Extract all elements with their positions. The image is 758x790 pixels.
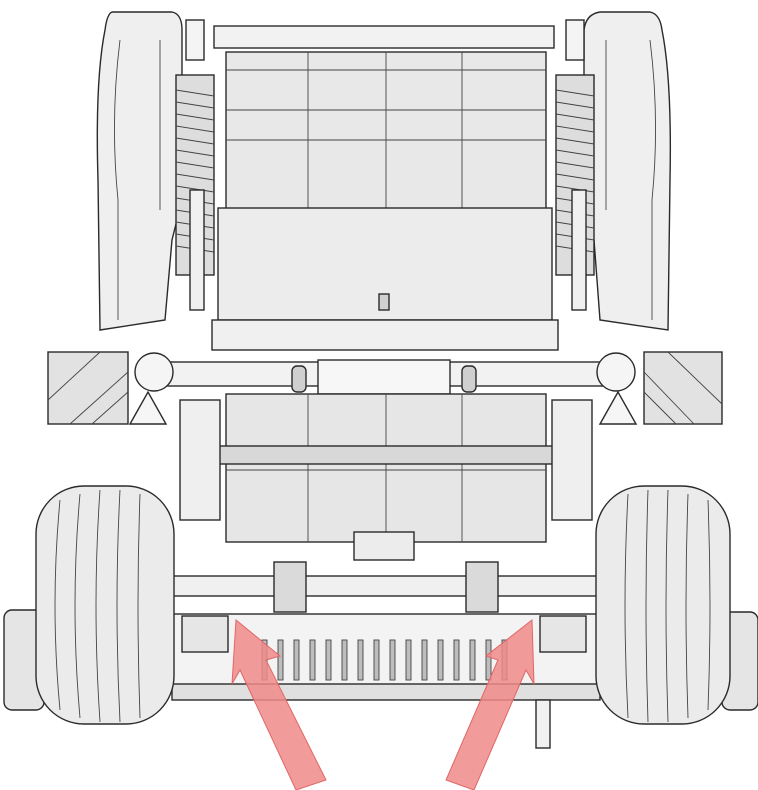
pickup-tines [261, 639, 508, 681]
upper-housing [96, 11, 672, 331]
right-light-cap [596, 352, 636, 392]
tailgate-frame [211, 25, 559, 351]
center-guide-block [353, 531, 415, 561]
left-light-cap [134, 352, 174, 392]
annotation-arrows [231, 618, 535, 790]
right-bumper-pad [461, 365, 477, 393]
rear-crossbar [134, 352, 636, 395]
center-plate-bolt-bar [317, 359, 451, 395]
left-pointer-arrow [231, 618, 327, 790]
right-side-box [598, 351, 723, 425]
left-side-box [47, 351, 168, 425]
right-tire [595, 485, 731, 725]
right-wheel [595, 485, 758, 725]
left-warning-triangle [128, 390, 168, 425]
center-latch [378, 293, 390, 311]
right-warning-triangle [598, 390, 638, 425]
support-leg [535, 699, 551, 749]
left-tire [35, 485, 175, 725]
right-gearbox [539, 615, 587, 653]
right-shoulder-panel [583, 11, 672, 331]
right-pointer-arrow [445, 618, 535, 790]
right-pickup-bracket [465, 561, 499, 613]
lower-chamber [179, 393, 593, 561]
left-bumper-pad [291, 365, 307, 393]
left-pickup-bracket [273, 561, 307, 613]
right-cylinder [571, 189, 587, 311]
lower-crossbeam [213, 445, 557, 465]
left-wheel [3, 485, 175, 725]
top-crossbar [213, 25, 555, 49]
left-cylinder [189, 189, 205, 311]
left-gearbox [181, 615, 229, 653]
left-shoulder-panel [96, 11, 183, 331]
